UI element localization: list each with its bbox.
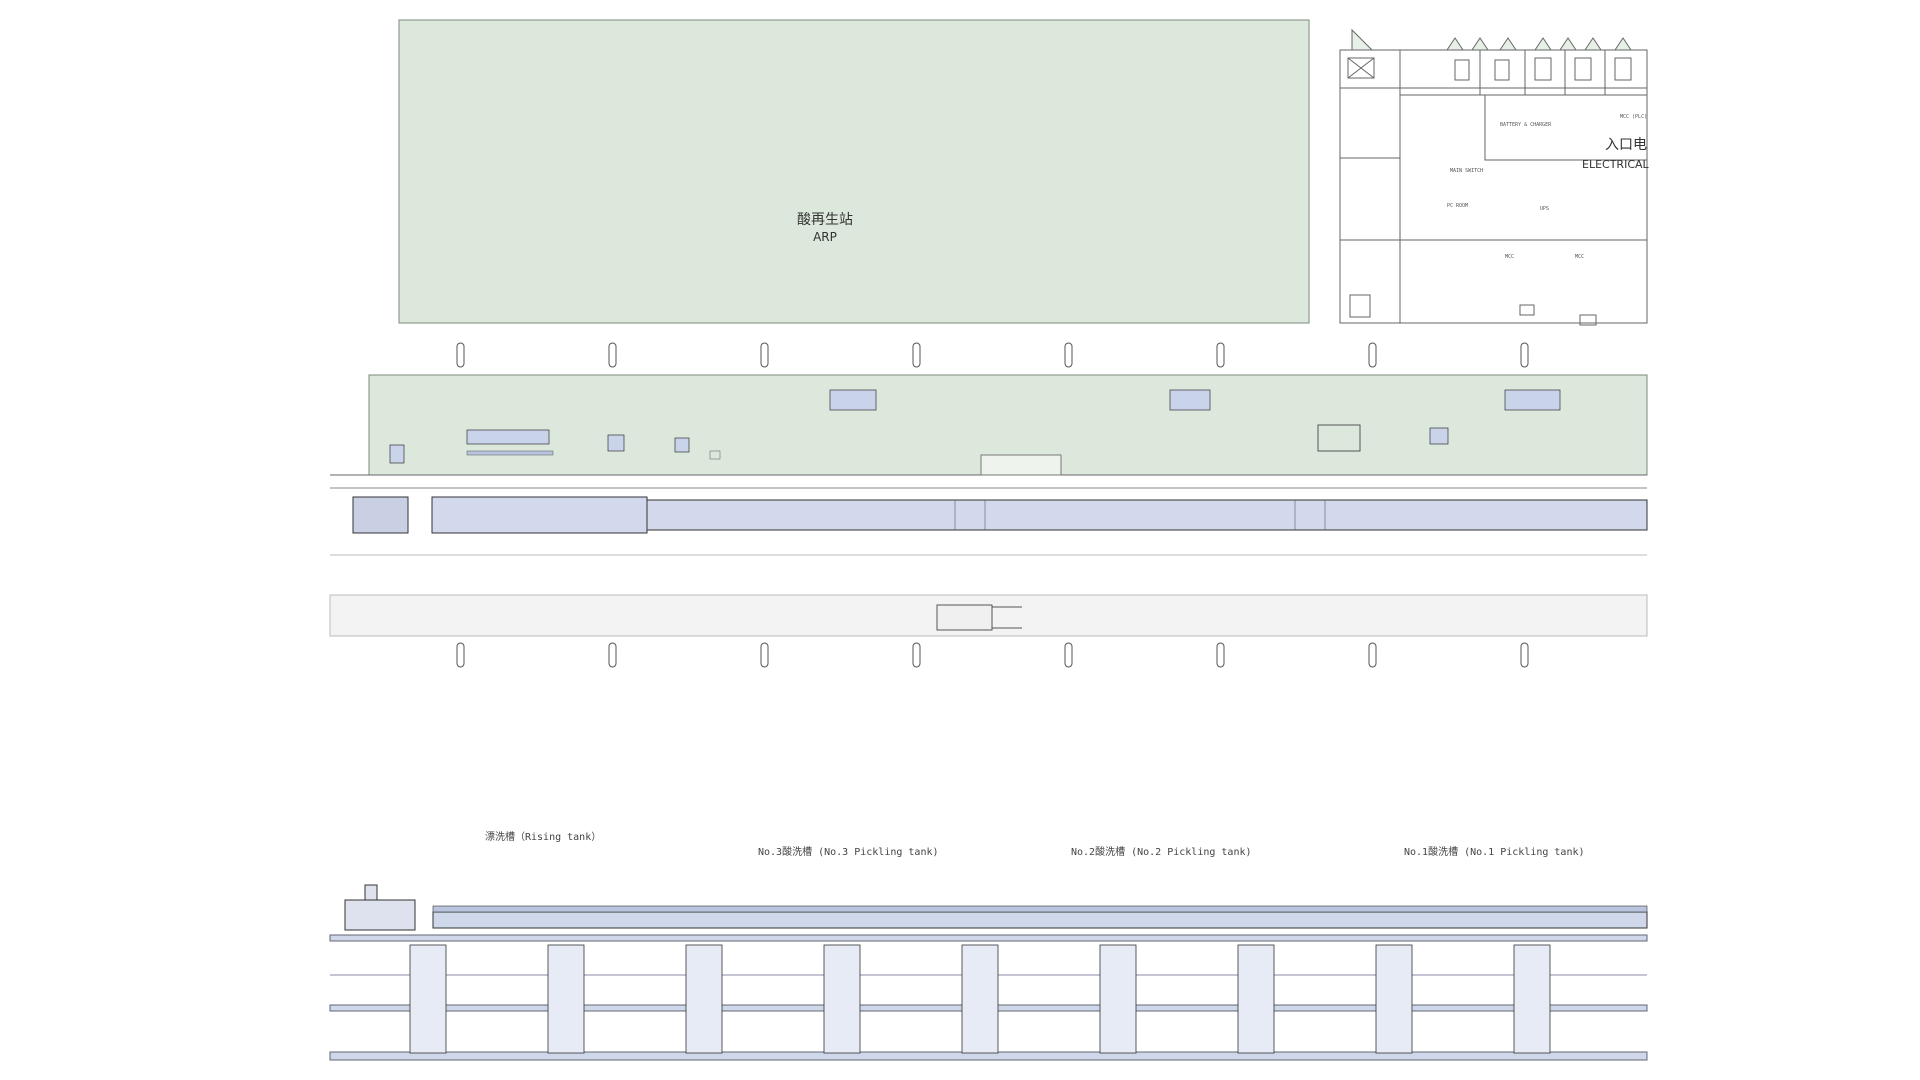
column-markers-top <box>456 342 1529 368</box>
electrical-room-plan <box>1339 28 1648 326</box>
arp-building <box>398 19 1310 324</box>
electrical-title-en: ELECTRICAL <box>1582 158 1649 171</box>
arp-label: 酸再生站 ARP <box>770 212 880 246</box>
no3-pickling-tank-label: No.3酸洗槽 (No.3 Pickling tank) <box>758 847 939 858</box>
svg-text:MAIN SWITCH: MAIN SWITCH <box>1450 168 1483 174</box>
svg-text:PC ROOM: PC ROOM <box>1447 203 1468 209</box>
no1-pickling-tank-label: No.1酸洗槽 (No.1 Pickling tank) <box>1404 847 1585 858</box>
process-building <box>330 374 1648 476</box>
electrical-room-small-text: BATTERY & CHARGER MAIN SWITCH PC ROOM UP… <box>1447 114 1647 260</box>
svg-text:MCC: MCC <box>1505 254 1514 260</box>
rinsing-tank-label: 漂洗槽（Rising tank） <box>485 832 602 843</box>
road <box>329 594 1648 637</box>
arp-title-en: ARP <box>813 230 837 244</box>
electrical-title-cn: 入口电 <box>1605 137 1647 153</box>
svg-text:MCC: MCC <box>1575 254 1584 260</box>
svg-text:BATTERY & CHARGER: BATTERY & CHARGER <box>1500 122 1552 128</box>
svg-text:MCC (PLC): MCC (PLC) <box>1620 114 1647 120</box>
arp-title-cn: 酸再生站 <box>797 212 853 228</box>
column-markers-bottom <box>456 642 1529 668</box>
electrical-room-label: 入口电 <box>1605 137 1647 153</box>
no2-pickling-tank-label: No.2酸洗槽 (No.2 Pickling tank) <box>1071 847 1252 858</box>
svg-text:UPS: UPS <box>1540 206 1549 212</box>
pickling-line-plan <box>330 487 1648 556</box>
pickling-line-elevation <box>329 884 1648 1061</box>
